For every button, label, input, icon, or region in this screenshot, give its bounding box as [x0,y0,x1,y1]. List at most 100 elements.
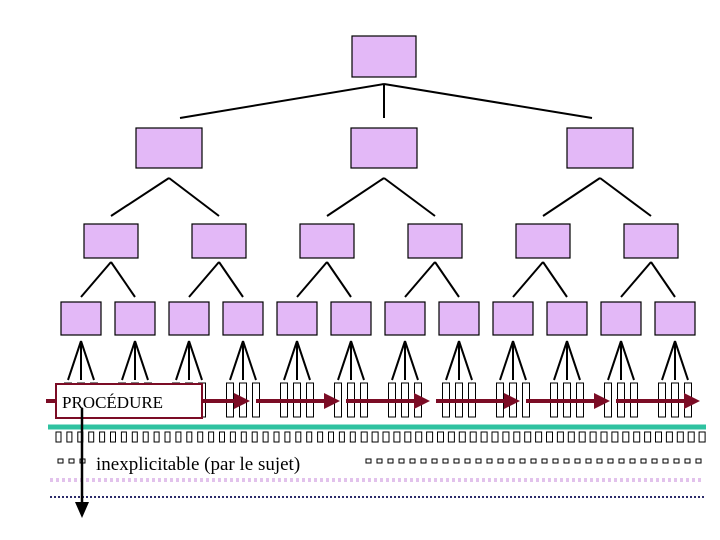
small-box [442,458,449,464]
tree-edge [499,340,514,381]
lower-bar [633,431,641,443]
tree-edge [620,340,635,381]
lower-bar [622,431,630,443]
small-box [552,458,559,464]
small-box [486,458,493,464]
tree-node-level4 [438,301,480,336]
procedure-label: PROCÉDURE [62,393,163,412]
lower-bar [88,431,95,443]
tree-edge [434,261,460,298]
small-box [431,458,438,464]
lower-bar [578,431,586,443]
lower-bar [338,431,345,443]
tree-node-level2 [350,127,418,169]
lower-bar [186,431,193,443]
lower-bar-row [55,431,706,443]
tree-node-level4 [60,301,102,336]
lower-bar [131,431,138,443]
tree-edge [134,340,149,381]
lower-bar [66,431,73,443]
procedure-label-box [55,383,203,419]
lower-bar [360,431,368,443]
lower-bar [382,431,390,443]
procedure-arrowhead [324,393,340,409]
tree-node-level3 [299,223,355,259]
tree-node-level3 [623,223,679,259]
tree-edge [296,340,311,381]
small-box [530,458,537,464]
tree-node-level4 [600,301,642,336]
lower-bar [546,431,553,443]
lower-bar [415,431,423,443]
bottom-label-backdrop [92,450,356,478]
lower-bar [556,431,564,443]
bottom-label: inexplicitable (par le sujet) [96,454,300,475]
small-box [695,458,702,464]
tree-edge [458,340,473,381]
tree-edge [326,261,352,298]
tree-edge [296,261,328,298]
lower-bar [120,431,127,443]
small-box [541,458,548,464]
procedure-label-group: PROCÉDURE [55,383,203,419]
small-box [420,458,427,464]
tree-node-level3 [191,223,247,259]
lower-bar [600,431,608,443]
small-box [508,458,515,464]
lower-bar [665,431,673,443]
lower-bar [164,431,171,443]
tree-edge [110,261,136,298]
small-box [409,458,416,464]
lower-bar [687,431,695,443]
tree-edge [445,340,460,381]
procedure-arrows [46,393,700,409]
small-box [497,458,504,464]
tree-node-level2 [566,127,634,169]
tree-edge [404,261,436,298]
tree-edge [218,261,244,298]
lower-bar [262,431,269,443]
lower-bar [349,431,356,443]
lower-bar [437,431,444,443]
lower-bar [142,431,149,443]
tree-node-level4 [330,301,372,336]
lower-bar [655,431,662,443]
tree-edges [67,83,689,381]
procedure-arrowhead [594,393,610,409]
lower-bar [197,431,204,443]
tree-edge [80,261,112,298]
lower-bar [240,431,247,443]
tree-node-level2 [135,127,203,169]
lower-bar [513,431,521,443]
lower-bar [480,431,488,443]
tree-edge [121,340,136,381]
lower-bar [251,431,258,443]
tree-edge [661,340,676,381]
small-box [387,458,394,464]
procedure-arrowhead [414,393,430,409]
lower-bar [458,431,466,443]
small-box [519,458,526,464]
tree-edge [391,340,406,381]
small-box [640,458,647,464]
small-box [376,458,383,464]
tree-node-root [351,35,417,78]
small-box [574,458,581,464]
vertical-down-arrow-head [75,502,89,518]
tree-node-level4 [276,301,318,336]
tree-node-level4 [384,301,426,336]
tree-edge [168,177,220,217]
lower-bar [447,431,455,443]
lower-bar [611,431,619,443]
lower-bar [524,431,532,443]
tree-edge [512,261,544,298]
tree-node-level4 [492,301,534,336]
small-box [684,458,691,464]
tree-edge [607,340,622,381]
tree-node-level4 [222,301,264,336]
lower-bar [676,431,684,443]
tree-node-level3 [407,223,463,259]
tree-node-level4 [114,301,156,336]
lower-bar [502,431,510,443]
